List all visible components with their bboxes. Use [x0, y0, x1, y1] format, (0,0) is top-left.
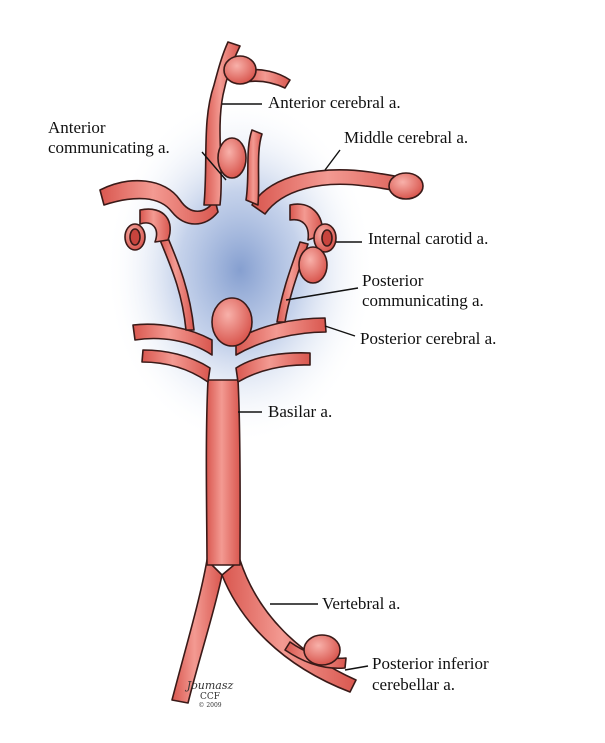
basilar-artery [205, 379, 241, 566]
label-posterior-cerebral: Posterior cerebral a. [360, 329, 497, 348]
right-anterior-cerebral-artery [245, 129, 263, 206]
leader-pica [344, 665, 369, 671]
label-middle-cerebral: Middle cerebral a. [344, 128, 469, 147]
artist-signature: Joumasz CCF © 2009 [180, 679, 240, 710]
signature-org: CCF [199, 692, 221, 702]
leader-posterior-cerebral [324, 325, 356, 337]
left-carotid-loop [139, 208, 171, 243]
label-pica-line2: cerebellar a. [372, 675, 456, 694]
label-anterior-cerebral: Anterior cerebral a. [268, 93, 401, 112]
signature-year: © 2009 [198, 702, 222, 709]
leader-lines [201, 103, 369, 671]
label-anterior-communicating-line1: Anterior [48, 118, 106, 137]
posterior-communicating-aneurysm [298, 246, 328, 284]
label-posterior-communicating-line1: Posterior [362, 271, 424, 290]
middle-cerebral-aneurysm [388, 172, 424, 200]
pica-aneurysm [303, 634, 341, 666]
label-vertebral: Vertebral a. [322, 594, 401, 613]
label-posterior-communicating-line2: communicating a. [362, 291, 484, 310]
left-superior-cerebellar-artery [141, 349, 211, 383]
left-posterior-communicating-artery [159, 237, 195, 331]
label-anterior-communicating-line2: communicating a. [48, 138, 170, 157]
right-vertebral-artery [221, 559, 357, 693]
right-carotid-lumen [321, 229, 333, 247]
left-internal-carotid-artery [99, 179, 219, 225]
right-carotid-loop [289, 203, 324, 241]
anterior-communicating-aneurysm [217, 137, 247, 179]
left-vertebral-artery [171, 559, 223, 704]
signature-artist: Joumasz [186, 679, 234, 692]
label-pica-line1: Posterior inferior [372, 654, 489, 673]
anterior-cerebral-aneurysm [223, 55, 257, 85]
leader-anterior-communicating [201, 151, 227, 181]
label-basilar: Basilar a. [268, 402, 333, 421]
leader-middle-cerebral [324, 149, 341, 171]
label-internal-carotid: Internal carotid a. [368, 229, 489, 248]
left-carotid-lumen [129, 228, 141, 246]
right-superior-cerebellar-artery [235, 352, 311, 383]
anterior-cerebral-distal-branch [244, 68, 291, 89]
basilar-tip-aneurysm [211, 297, 253, 347]
leader-posterior-communicating [285, 287, 359, 301]
right-posterior-cerebral-artery [235, 317, 327, 356]
